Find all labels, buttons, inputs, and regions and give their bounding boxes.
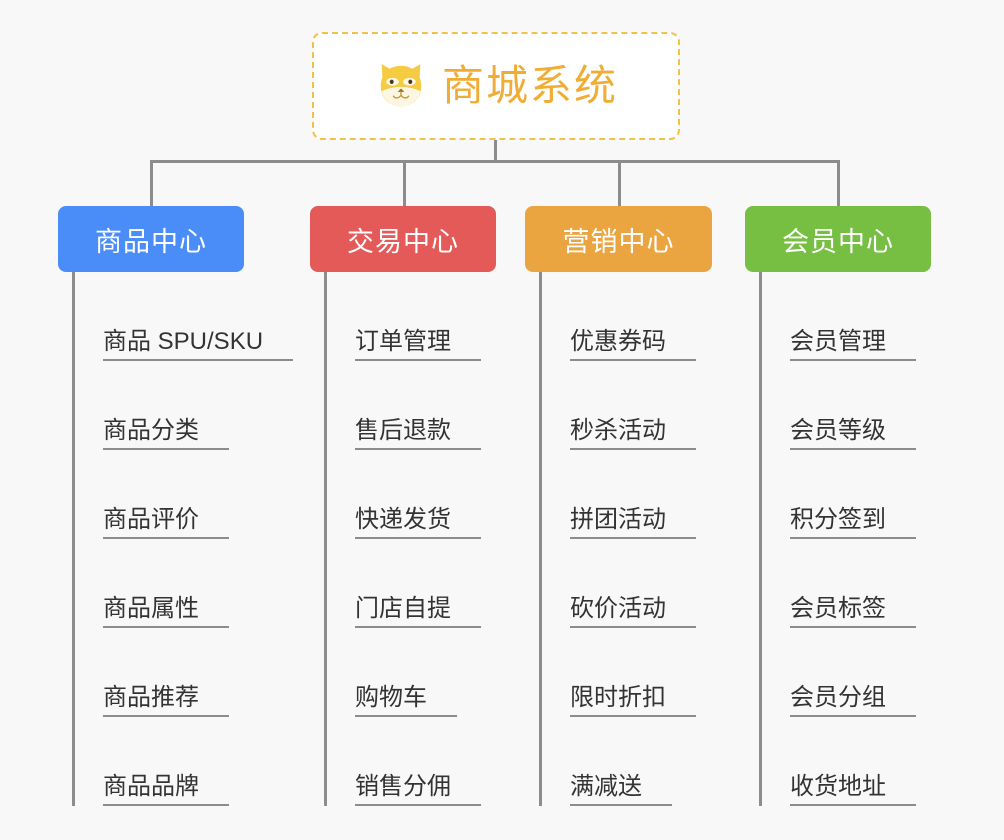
leaf-label: 秒杀活动	[570, 418, 696, 450]
leaf-label: 优惠券码	[570, 329, 696, 361]
leaf-label: 商品属性	[103, 596, 229, 628]
leaf-item[interactable]: 会员标签	[762, 539, 931, 628]
leaf-label: 收货地址	[790, 774, 916, 806]
leaf-item[interactable]: 积分签到	[762, 450, 931, 539]
leaf-label: 满减送	[570, 774, 672, 806]
branch-column: 营销中心 优惠券码 秒杀活动 拼团活动 砍价活动 限时折扣 满减送	[525, 206, 712, 806]
leaf-item[interactable]: 门店自提	[327, 539, 496, 628]
leaf-list: 优惠券码 秒杀活动 拼团活动 砍价活动 限时折扣 满减送	[539, 272, 712, 806]
leaf-label: 拼团活动	[570, 507, 696, 539]
leaf-item[interactable]: 商品推荐	[75, 628, 293, 717]
leaf-item[interactable]: 满减送	[542, 717, 712, 806]
root-title: 商城系统	[441, 62, 618, 109]
category-header-营销中心[interactable]: 营销中心	[525, 206, 712, 272]
branch-column: 交易中心 订单管理 售后退款 快递发货 门店自提 购物车 销售分佣	[310, 206, 496, 806]
category-label: 商品中心	[95, 226, 207, 257]
leaf-list: 会员管理 会员等级 积分签到 会员标签 会员分组 收货地址	[759, 272, 931, 806]
leaf-item[interactable]: 商品 SPU/SKU	[75, 272, 294, 361]
leaf-item[interactable]: 会员等级	[762, 361, 931, 450]
shiba-dog-icon	[374, 59, 428, 113]
leaf-label: 购物车	[355, 685, 457, 717]
connector-drop-4	[837, 160, 840, 206]
leaf-label: 会员标签	[790, 596, 916, 628]
leaf-item[interactable]: 会员管理	[762, 272, 931, 361]
category-header-会员中心[interactable]: 会员中心	[745, 206, 931, 272]
leaf-item[interactable]: 拼团活动	[542, 450, 712, 539]
leaf-label: 限时折扣	[570, 685, 696, 717]
connector-drop-3	[618, 160, 621, 206]
leaf-item[interactable]: 商品评价	[75, 450, 293, 539]
leaf-item[interactable]: 优惠券码	[542, 272, 712, 361]
leaf-item[interactable]: 限时折扣	[542, 628, 712, 717]
connector-drop-2	[403, 160, 406, 206]
leaf-item[interactable]: 砍价活动	[542, 539, 712, 628]
leaf-item[interactable]: 会员分组	[762, 628, 931, 717]
connector-drop-1	[150, 160, 153, 206]
leaf-label: 砍价活动	[570, 596, 696, 628]
leaf-label: 快递发货	[355, 507, 481, 539]
leaf-label: 商品 SPU/SKU	[103, 329, 294, 361]
leaf-label: 商品品牌	[103, 774, 229, 806]
leaf-label: 门店自提	[355, 596, 481, 628]
leaf-item[interactable]: 商品品牌	[75, 717, 293, 806]
root-node[interactable]: 商城系统	[312, 32, 680, 140]
leaf-label: 订单管理	[355, 329, 481, 361]
connector-root-stem	[494, 140, 497, 162]
leaf-item[interactable]: 订单管理	[327, 272, 496, 361]
leaf-label: 商品分类	[103, 418, 229, 450]
leaf-label: 积分签到	[790, 507, 916, 539]
branch-column: 商品中心 商品 SPU/SKU 商品分类 商品评价 商品属性 商品推荐 商品品牌	[58, 206, 294, 806]
leaf-label: 会员等级	[790, 418, 916, 450]
leaf-item[interactable]: 商品属性	[75, 539, 293, 628]
leaf-item[interactable]: 销售分佣	[327, 717, 496, 806]
leaf-list: 订单管理 售后退款 快递发货 门店自提 购物车 销售分佣	[324, 272, 496, 806]
category-header-商品中心[interactable]: 商品中心	[58, 206, 244, 272]
leaf-item[interactable]: 售后退款	[327, 361, 496, 450]
leaf-label: 商品评价	[103, 507, 229, 539]
category-header-交易中心[interactable]: 交易中心	[310, 206, 496, 272]
category-label: 营销中心	[562, 226, 675, 257]
leaf-item[interactable]: 商品分类	[75, 361, 293, 450]
leaf-item[interactable]: 购物车	[327, 628, 496, 717]
leaf-list: 商品 SPU/SKU 商品分类 商品评价 商品属性 商品推荐 商品品牌	[72, 272, 294, 806]
leaf-label: 售后退款	[355, 418, 481, 450]
leaf-label: 商品推荐	[103, 685, 229, 717]
connector-horizontal-bus	[150, 160, 840, 163]
leaf-label: 销售分佣	[355, 774, 481, 806]
leaf-item[interactable]: 秒杀活动	[542, 361, 712, 450]
category-label: 会员中心	[782, 226, 894, 257]
leaf-label: 会员分组	[790, 685, 916, 717]
leaf-item[interactable]: 快递发货	[327, 450, 496, 539]
leaf-label: 会员管理	[790, 329, 916, 361]
category-label: 交易中心	[347, 226, 459, 257]
branch-column: 会员中心 会员管理 会员等级 积分签到 会员标签 会员分组 收货地址	[745, 206, 931, 806]
leaf-item[interactable]: 收货地址	[762, 717, 931, 806]
